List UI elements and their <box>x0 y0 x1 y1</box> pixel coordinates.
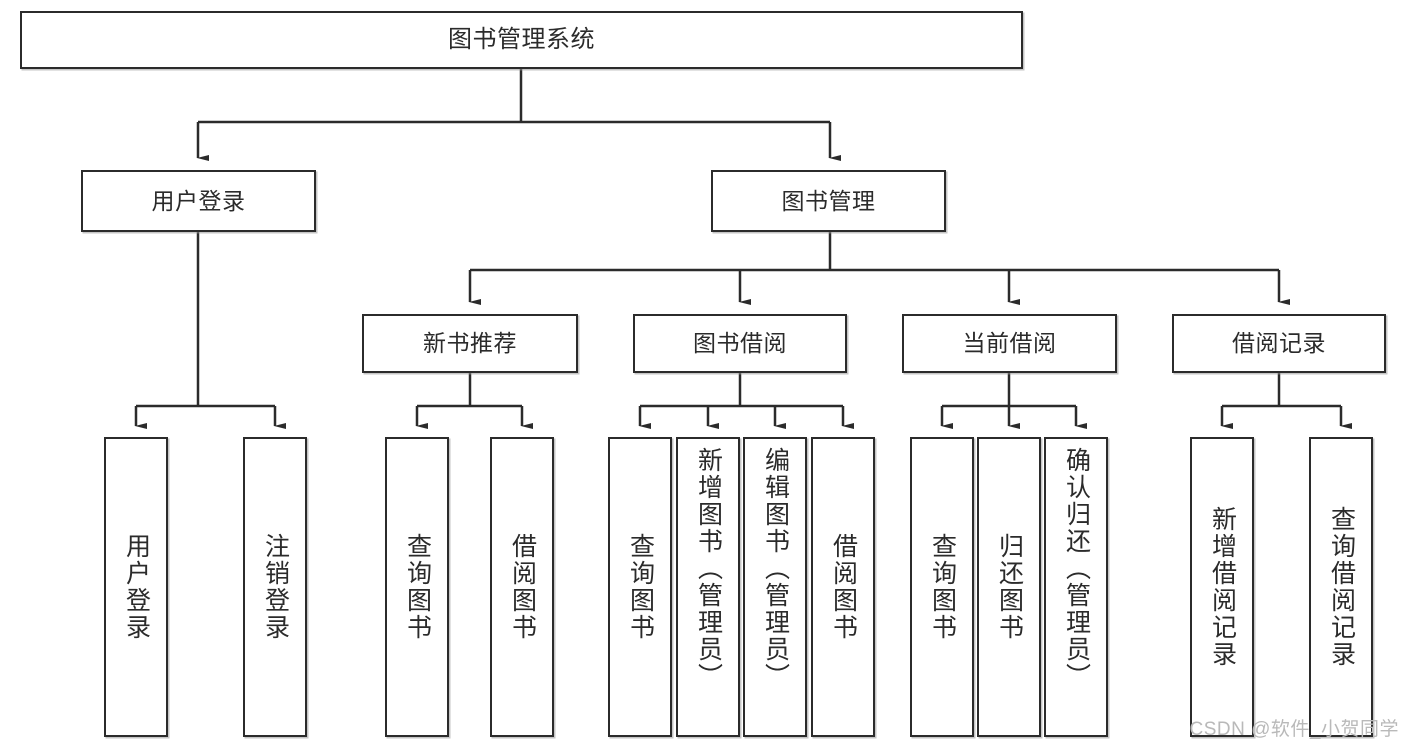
node-label: 归还图书 <box>995 533 1024 641</box>
leaf-borrow-book-borrow[interactable]: 借阅图书 <box>811 437 875 737</box>
watermark-text: CSDN @软件_小贺同学 <box>1189 719 1399 740</box>
node-user-login[interactable]: 用户登录 <box>81 170 316 232</box>
node-borrow-record[interactable]: 借阅记录 <box>1172 314 1386 373</box>
leaf-add-book-admin[interactable]: 新增图书（管理员） <box>676 437 740 737</box>
node-label: 确认归还（管理员） <box>1062 447 1091 690</box>
leaf-confirm-return-admin[interactable]: 确认归还（管理员） <box>1044 437 1108 737</box>
leaf-query-book-recommend[interactable]: 查询图书 <box>385 437 449 737</box>
node-label: 新增图书（管理员） <box>694 447 723 690</box>
node-label: 图书借阅 <box>693 330 787 357</box>
node-label: 借阅记录 <box>1232 330 1326 357</box>
leaf-borrow-book-recommend[interactable]: 借阅图书 <box>490 437 554 737</box>
node-label: 注销登录 <box>261 533 290 641</box>
node-label: 当前借阅 <box>962 330 1057 357</box>
node-label: 图书管理 <box>781 187 876 214</box>
node-label: 查询图书 <box>928 533 957 641</box>
node-label: 查询借阅记录 <box>1327 506 1356 668</box>
leaf-query-book-borrow[interactable]: 查询图书 <box>608 437 672 737</box>
node-label: 编辑图书（管理员） <box>761 447 790 690</box>
leaf-logout-login[interactable]: 注销登录 <box>243 437 307 737</box>
node-label: 新书推荐 <box>423 330 517 357</box>
node-label: 借阅图书 <box>829 533 858 641</box>
leaf-user-login[interactable]: 用户登录 <box>104 437 168 737</box>
node-label: 用户登录 <box>122 533 151 641</box>
node-label: 图书管理系统 <box>448 26 595 54</box>
node-label: 查询图书 <box>403 533 432 641</box>
node-label: 用户登录 <box>151 187 246 214</box>
leaf-return-book[interactable]: 归还图书 <box>977 437 1041 737</box>
leaf-query-book-current[interactable]: 查询图书 <box>910 437 974 737</box>
node-book-management-system[interactable]: 图书管理系统 <box>20 11 1023 69</box>
node-book-management[interactable]: 图书管理 <box>711 170 946 232</box>
leaf-add-borrow-record[interactable]: 新增借阅记录 <box>1190 437 1254 737</box>
leaf-edit-book-admin[interactable]: 编辑图书（管理员） <box>743 437 807 737</box>
node-label: 借阅图书 <box>508 533 537 641</box>
node-current-borrow[interactable]: 当前借阅 <box>902 314 1117 373</box>
leaf-query-borrow-record[interactable]: 查询借阅记录 <box>1309 437 1373 737</box>
node-label: 新增借阅记录 <box>1208 506 1237 668</box>
node-new-book-recommend[interactable]: 新书推荐 <box>362 314 578 373</box>
node-book-borrow[interactable]: 图书借阅 <box>633 314 847 373</box>
node-label: 查询图书 <box>626 533 655 641</box>
